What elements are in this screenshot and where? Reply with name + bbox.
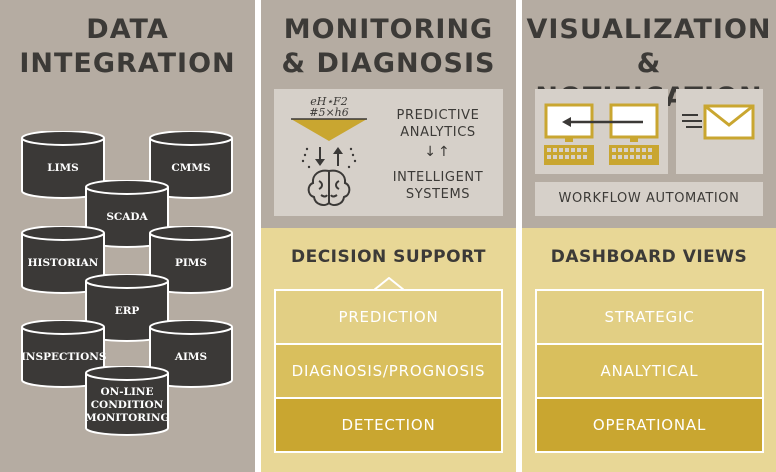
email-icon (682, 104, 755, 140)
database-cylinder-6: INSPECTIONS (21, 320, 107, 388)
predictive-line-2: ANALYTICS (400, 125, 476, 140)
dashboard-views-panel: DASHBOARD VIEWS STRATEGIC ANALYTICAL OPE… (522, 228, 776, 472)
database-label: AIMS (174, 351, 208, 363)
notification-panel (676, 89, 763, 174)
title-line-2: INTEGRATION (19, 48, 236, 79)
intelligent-line-2: SYSTEMS (405, 187, 471, 202)
workflow-automation-label: WORKFLOW AUTOMATION (558, 191, 740, 206)
database-label: INSPECTIONS (21, 351, 107, 363)
monitoring-column: MONITORING & DIAGNOSIS eH⋆F2 #5×h6 (261, 0, 516, 472)
pointer-notch (374, 277, 404, 291)
formula-text: eH⋆F2 #5×h6 (294, 96, 364, 118)
level-prediction: PREDICTION (274, 289, 503, 345)
database-cylinder-0: LIMS (21, 131, 105, 199)
formula-line-1: eH⋆F2 (310, 95, 348, 108)
level-diagnosis-prognosis: DIAGNOSIS/PROGNOSIS (274, 343, 503, 399)
level-operational: OPERATIONAL (535, 397, 764, 453)
funnel-brain-icon (291, 118, 367, 206)
database-label: ERP (114, 305, 140, 317)
decision-support-panel: DECISION SUPPORT PREDICTION DIAGNOSIS/PR… (261, 228, 516, 472)
database-cylinder-4: PIMS (149, 226, 233, 294)
title-line-1: VISUALIZATION (526, 14, 772, 45)
database-label: CMMS (171, 162, 211, 174)
database-label: PIMS (174, 257, 207, 269)
computers-panel (535, 89, 668, 174)
level-analytical: ANALYTICAL (535, 343, 764, 399)
visualization-column: VISUALIZATION & NOTIFICATION (522, 0, 776, 472)
database-label: LIMS (47, 162, 79, 174)
online-monitoring-line: CONDITION (90, 399, 164, 411)
decision-support-title: DECISION SUPPORT (290, 247, 487, 267)
title-line-1: DATA (86, 14, 169, 45)
title-line-2: & DIAGNOSIS (281, 48, 496, 79)
predictive-line-1: PREDICTIVE (396, 108, 480, 123)
data-integration-column: DATA INTEGRATION LIMS CMMS SCADA HISTORIAN P… (0, 0, 255, 472)
database-cylinder-7: AIMS (149, 320, 233, 388)
database-cylinder-3: HISTORIAN (21, 226, 105, 294)
workflow-automation-box: WORKFLOW AUTOMATION (535, 182, 763, 216)
online-monitoring-line: ON-LINE (100, 386, 154, 398)
online-monitoring-line: MONITORING (85, 412, 170, 424)
data-integration-title: DATA INTEGRATION (0, 13, 255, 81)
database-cylinder-5: ERP (85, 274, 169, 342)
analytics-panel: eH⋆F2 #5×h6 (274, 89, 503, 216)
level-strategic: STRATEGIC (535, 289, 764, 345)
database-label: SCADA (106, 211, 148, 223)
predictive-analytics-label: PREDICTIVE ANALYTICS (379, 107, 497, 141)
level-detection: DETECTION (274, 397, 503, 453)
database-cylinder-1: CMMS (149, 131, 233, 199)
intelligent-line-1: INTELLIGENT (392, 170, 484, 185)
intelligent-systems-label: INTELLIGENT SYSTEMS (379, 169, 497, 203)
monitoring-title: MONITORING & DIAGNOSIS (261, 13, 516, 81)
title-line-1: MONITORING (283, 14, 494, 45)
formula-line-2: #5×h6 (309, 106, 349, 119)
computers-transfer-icon (544, 103, 659, 165)
exchange-arrows: ↓↑ (424, 144, 452, 160)
database-label: HISTORIAN (27, 257, 99, 269)
dashboard-views-title: DASHBOARD VIEWS (550, 247, 748, 267)
